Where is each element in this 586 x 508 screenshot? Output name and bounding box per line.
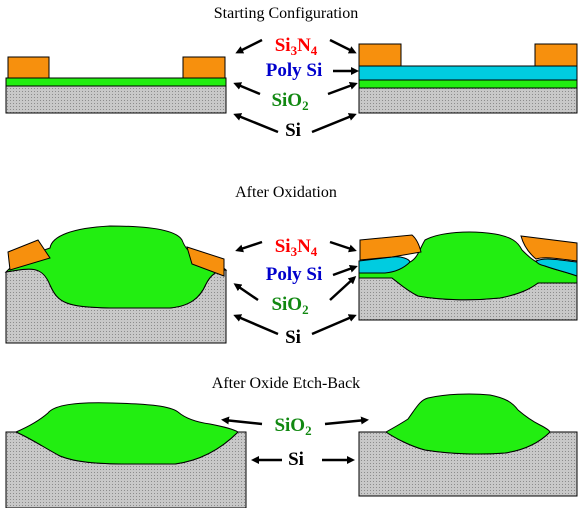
panel-oxidation-right <box>358 231 578 321</box>
silicon-substrate <box>358 87 578 114</box>
panel-oxidation-left <box>4 225 228 344</box>
title-after-oxide-etch-back: After Oxide Etch-Back <box>212 375 360 392</box>
field-oxide <box>385 393 551 455</box>
arrow <box>235 240 263 253</box>
arrow <box>233 82 261 96</box>
arrow <box>233 314 279 336</box>
panel-etchback-left <box>5 402 247 508</box>
nitride-mask-left <box>359 234 422 261</box>
arrow <box>311 314 357 336</box>
nitride-mask-right <box>534 43 578 67</box>
arrow <box>329 38 357 54</box>
poly-si-remnant-left <box>358 256 411 274</box>
panel-start-left <box>5 56 227 114</box>
label-si3n4: Si3N4 <box>275 35 318 58</box>
arrow <box>233 113 279 134</box>
field-oxide <box>14 402 239 465</box>
label-si3n4: Si3N4 <box>275 236 318 259</box>
nitride-mask-left <box>7 56 50 79</box>
arrow <box>329 240 357 253</box>
arrow <box>311 113 357 134</box>
label-poly-si: Poly Si <box>266 60 322 81</box>
legend-start: Si3N4 Poly Si SiO2 Si <box>233 35 359 141</box>
title-starting-configuration: Starting Configuration <box>214 5 358 22</box>
arrow <box>233 283 259 302</box>
poly-si-remnant-right <box>535 258 578 277</box>
arrow <box>332 264 358 277</box>
silicon-substrate <box>5 85 227 114</box>
label-si: Si <box>285 120 301 141</box>
legend-etchback: SiO2 Si <box>221 415 369 470</box>
arrow <box>221 416 263 426</box>
pad-oxide-layer <box>5 77 227 87</box>
arrow <box>235 38 263 54</box>
legend-oxidation: Si3N4 Poly Si SiO2 Si <box>233 236 358 348</box>
title-after-oxidation: After Oxidation <box>235 184 337 201</box>
arrow <box>329 275 357 301</box>
panel-start-right <box>358 43 578 114</box>
label-sio2: SiO2 <box>271 90 308 113</box>
label-si: Si <box>288 449 304 470</box>
nitride-mask-left <box>7 239 51 271</box>
label-poly-si: Poly Si <box>266 264 322 285</box>
label-si: Si <box>285 327 301 348</box>
nitride-mask-right <box>520 235 578 262</box>
label-sio2: SiO2 <box>274 415 311 438</box>
arrow <box>324 416 369 426</box>
panel-etchback-right <box>358 393 578 497</box>
nitride-mask-right <box>186 246 225 277</box>
label-sio2: SiO2 <box>271 294 308 317</box>
nitride-mask-left <box>358 43 402 67</box>
poly-si-layer <box>358 65 578 81</box>
nitride-mask-right <box>182 56 226 79</box>
arrow <box>327 81 358 96</box>
pad-oxide-layer <box>358 79 578 89</box>
